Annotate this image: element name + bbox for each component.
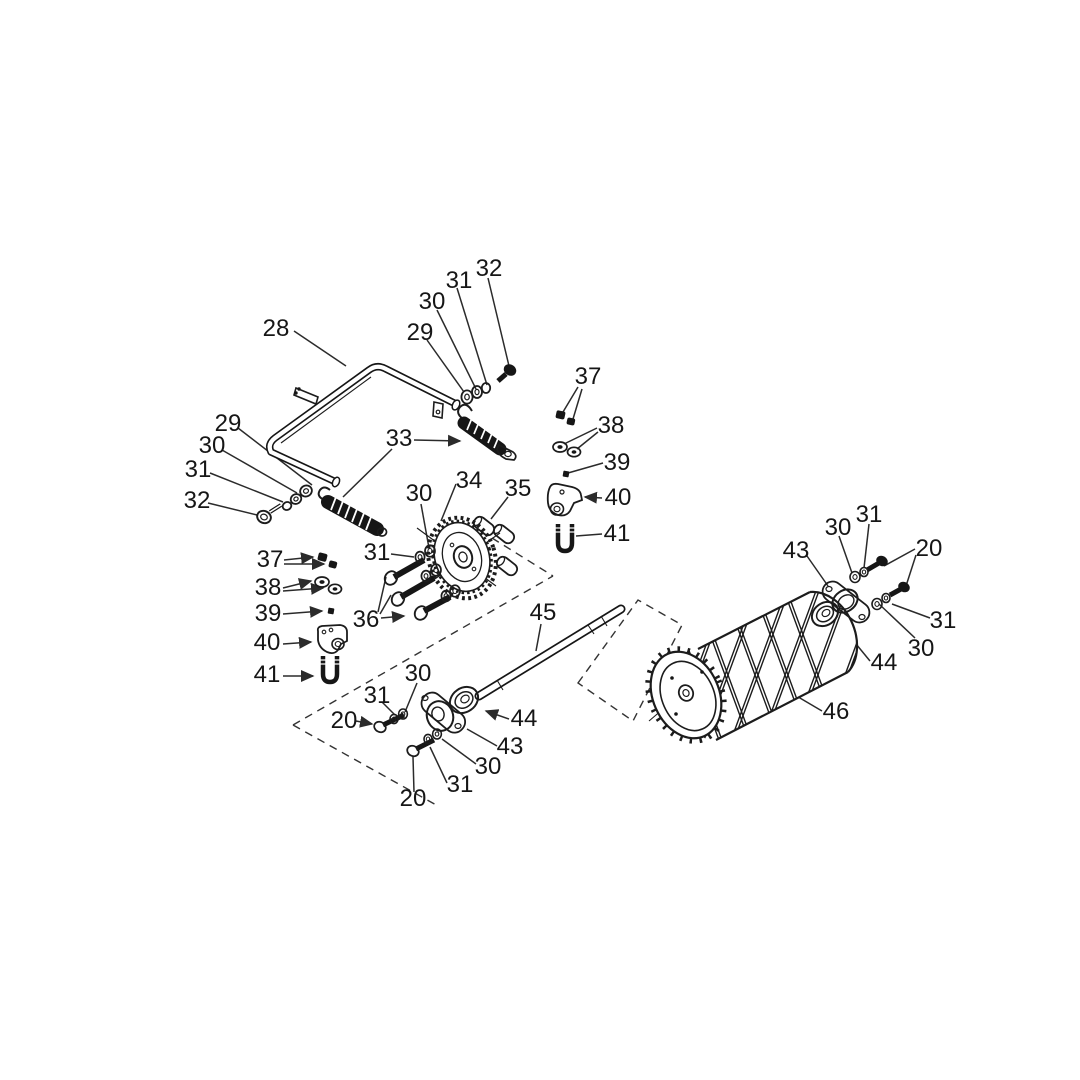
chain-sprocket: [416, 515, 501, 601]
callout-39-right: 39: [604, 449, 631, 476]
callout-31-rightbottom: 31: [930, 607, 957, 634]
callout-29-left: 29: [215, 410, 242, 437]
callout-43-bottomleft: 43: [497, 733, 524, 760]
bearing-left: [448, 685, 480, 715]
tension-spring-left: [317, 486, 388, 537]
bearing-right: [810, 600, 840, 628]
callout-31-bottomleft: 31: [364, 682, 391, 709]
callout-30-top: 30: [419, 288, 446, 315]
callout-31-left: 31: [185, 456, 212, 483]
callout-31-mid: 31: [364, 539, 391, 566]
callout-30-left: 30: [199, 432, 226, 459]
callout-44-bottomleft: 44: [511, 705, 538, 732]
callout-37-left: 37: [257, 546, 284, 573]
handle-mount-bracket-right: [432, 401, 444, 419]
callout-44-right: 44: [871, 649, 898, 676]
handle-bolt-set-left: [256, 484, 313, 525]
callout-29-top: 29: [407, 319, 434, 346]
hardware-column-left: [314, 552, 348, 685]
callout-40-left: 40: [254, 629, 281, 656]
callout-30-bottomleft: 30: [405, 660, 432, 687]
callout-35: 35: [505, 475, 532, 502]
spacer-rollers: [472, 515, 519, 577]
callout-28: 28: [263, 315, 290, 342]
callout-31-top: 31: [446, 267, 473, 294]
u-bolt-right: [555, 524, 575, 554]
callout-41-right: 41: [604, 520, 631, 547]
callout-43-right: 43: [783, 537, 810, 564]
bearing-assembly-left: [373, 685, 480, 758]
callout-30-right: 30: [825, 514, 852, 541]
handle-mount-bracket-left: [293, 386, 319, 406]
callout-30-rightbottom: 30: [908, 635, 935, 662]
tension-spring-right: [457, 403, 517, 461]
sprocket-washers: [414, 544, 461, 603]
handle-tube: [265, 363, 461, 488]
bearing-assembly-right: [810, 555, 910, 628]
callout-39-left: 39: [255, 600, 282, 627]
construction-dashed-lines: [292, 537, 683, 807]
callout-labels: 28 29 30 31 32 37 38 39 40 41 29 30 31 3…: [184, 255, 957, 812]
callout-30-mid: 30: [406, 480, 433, 507]
axle-shaft: [474, 604, 626, 701]
chain-loop: [426, 515, 498, 601]
u-bolt-left: [320, 656, 340, 685]
callout-34: 34: [456, 467, 483, 494]
callout-37-right: 37: [575, 363, 602, 390]
callout-32-top: 32: [476, 255, 503, 282]
callout-41-left: 41: [254, 661, 281, 688]
callout-32-left: 32: [184, 487, 211, 514]
pivot-bracket-right: [546, 482, 584, 517]
callout-33: 33: [386, 425, 413, 452]
callout-45: 45: [530, 599, 557, 626]
callout-46: 46: [823, 698, 850, 725]
callout-20-right: 20: [916, 535, 943, 562]
callout-40-right: 40: [605, 484, 632, 511]
sprocket-bolts: [383, 544, 461, 621]
leader-lines: [207, 277, 931, 793]
callout-31-bottom: 31: [447, 771, 474, 798]
callout-20-bottom: 20: [400, 785, 427, 812]
callout-31-right: 31: [856, 501, 883, 528]
pivot-bracket-left: [316, 624, 348, 655]
callout-30-bottom: 30: [475, 753, 502, 780]
callout-38-left: 38: [255, 574, 282, 601]
callout-36: 36: [353, 606, 380, 633]
handle-bolt-set-right: [460, 364, 517, 405]
callout-38-right: 38: [598, 412, 625, 439]
hardware-column-right: [546, 410, 584, 554]
callout-20-bottomleft: 20: [331, 707, 358, 734]
